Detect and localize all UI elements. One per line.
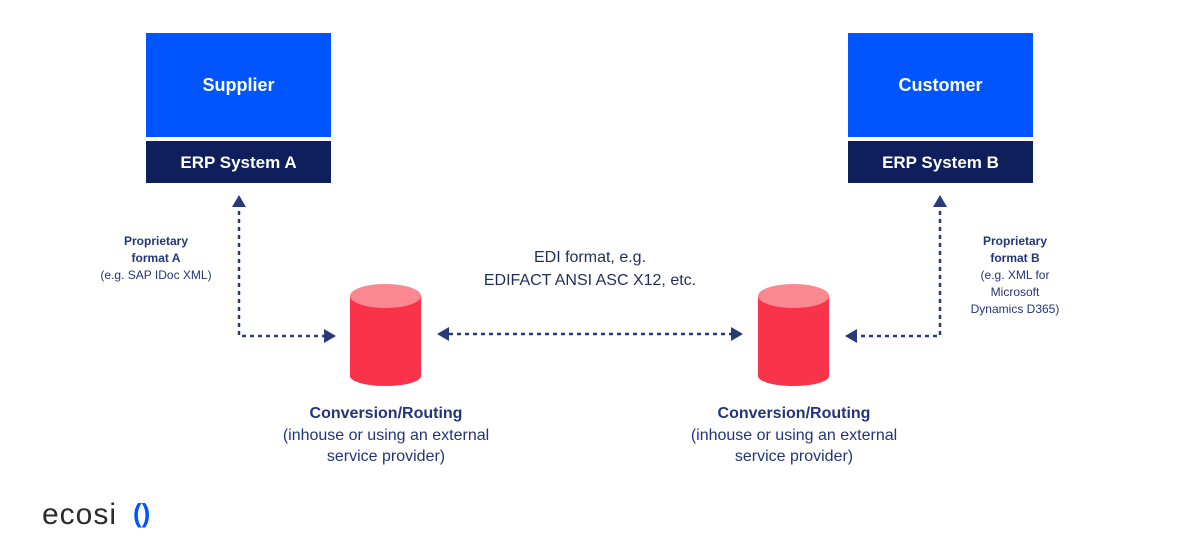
arrowhead-left-right (845, 329, 857, 343)
label-line: Microsoft (991, 285, 1040, 299)
label-line: Conversion/Routing (718, 405, 871, 422)
conversion-routing-left-label: Conversion/Routing (inhouse or using an … (283, 405, 489, 465)
database-icon-right (758, 284, 829, 387)
label-line: service provider) (735, 448, 853, 465)
erp-system-b-box: ERP System B (848, 141, 1033, 183)
erp-system-b-label: ERP System B (882, 153, 999, 172)
label-line: Conversion/Routing (310, 405, 463, 422)
label-line: (inhouse or using an external (691, 427, 897, 444)
label-line: Proprietary (124, 234, 188, 248)
erp-system-a-label: ERP System A (180, 153, 296, 172)
label-line: EDIFACT ANSI ASC X12, etc. (484, 272, 696, 289)
logo-mark: () (133, 498, 150, 528)
proprietary-format-a-label: Proprietary format A (e.g. SAP IDoc XML) (100, 234, 211, 282)
database-icon-left (350, 284, 421, 387)
arrowhead-left-mid (437, 327, 449, 341)
supplier-box: Supplier (146, 33, 331, 137)
label-line: format A (132, 251, 181, 265)
logo-text: ecosi (42, 498, 117, 531)
right-dotted-arrow (857, 203, 942, 338)
label-line: service provider) (327, 448, 445, 465)
label-line: EDI format, e.g. (534, 249, 646, 266)
arrowhead-right-mid (731, 327, 743, 341)
label-line: Proprietary (983, 234, 1047, 248)
ecosio-logo: ecosi () (42, 498, 150, 531)
label-line: Dynamics D365) (971, 302, 1060, 316)
left-dotted-arrow (237, 203, 327, 338)
conversion-routing-right-label: Conversion/Routing (inhouse or using an … (691, 405, 897, 465)
arrowhead-right-left (324, 329, 336, 343)
edi-format-label: EDI format, e.g. EDIFACT ANSI ASC X12, e… (484, 249, 696, 289)
proprietary-format-b-label: Proprietary format B (e.g. XML for Micro… (971, 234, 1060, 316)
erp-system-a-box: ERP System A (146, 141, 331, 183)
supplier-title: Supplier (202, 75, 274, 95)
label-line: (e.g. SAP IDoc XML) (100, 268, 211, 282)
arrowhead-up-left (232, 195, 246, 207)
label-line: (inhouse or using an external (283, 427, 489, 444)
label-line: (e.g. XML for (981, 268, 1050, 282)
customer-title: Customer (898, 75, 982, 95)
label-line: format B (990, 251, 1040, 265)
customer-box: Customer (848, 33, 1033, 137)
arrowhead-up-right (933, 195, 947, 207)
